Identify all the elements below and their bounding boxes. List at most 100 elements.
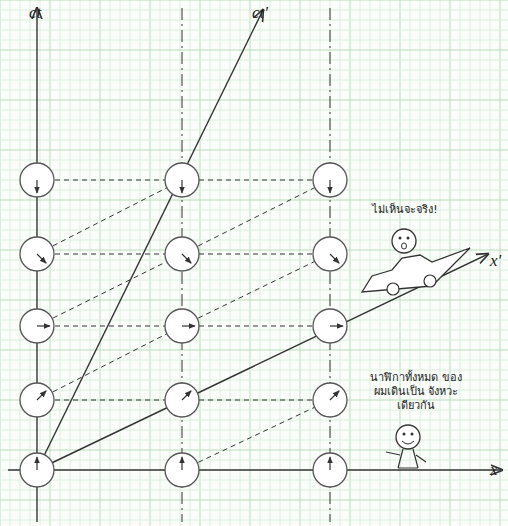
grid-line: [300, 0, 301, 526]
clock-face: [313, 309, 347, 343]
clock: [20, 163, 54, 197]
grid-line: [0, 50, 508, 51]
clock-hand: [330, 391, 339, 400]
grid-line: [0, 260, 508, 261]
clock-hand: [37, 391, 46, 400]
driver-head: [392, 229, 416, 253]
eye: [399, 237, 402, 240]
grid-line: [0, 370, 508, 371]
grid-line: [0, 520, 508, 521]
grid-line: [0, 220, 508, 221]
clock-hand: [37, 325, 50, 326]
grid-line: [360, 0, 361, 526]
grid-line: [10, 0, 11, 526]
clock-face: [165, 163, 199, 197]
grid-line: [0, 200, 508, 201]
clock-hand: [181, 180, 182, 193]
axis-label: x': [490, 250, 501, 271]
grid-line: [480, 0, 481, 526]
x-axis: [8, 469, 502, 470]
car-wheel: [424, 275, 436, 287]
grid-line: [0, 420, 508, 421]
clock-face: [313, 453, 347, 487]
grid-line: [0, 450, 508, 451]
clock-face: [20, 383, 54, 417]
clock-hand: [182, 254, 191, 263]
grid-line: [130, 0, 131, 526]
grid-line: [150, 0, 151, 526]
rest-observer: [386, 425, 426, 468]
grid-line: [0, 190, 508, 191]
clock-face: [165, 453, 199, 487]
grid-line: [0, 80, 508, 81]
grid-line: [210, 0, 211, 526]
clock-hand: [329, 457, 330, 470]
person-head: [396, 425, 420, 449]
grid-line: [460, 0, 461, 526]
clock-face: [165, 383, 199, 417]
grid-line: [0, 0, 1, 526]
grid-line: [70, 0, 71, 526]
grid-line: [0, 300, 508, 301]
moving-simultaneity-line: [37, 180, 182, 254]
moving-simultaneity-line: [182, 400, 330, 470]
grid-line: [290, 0, 291, 526]
grid-line: [0, 240, 508, 241]
grid-line: [0, 130, 508, 131]
speech-text: นาฬิกาทั้งหมด ของผมเดินเป็น จังหวะเดียวก…: [368, 371, 464, 412]
grid-line: [0, 290, 508, 291]
grid-line: [0, 90, 508, 91]
grid-line: [0, 160, 508, 161]
clock-face: [313, 237, 347, 271]
clock: [165, 309, 199, 343]
grid-line: [0, 490, 508, 491]
grid-line: [100, 0, 101, 526]
car-body: [362, 248, 470, 292]
grid-line: [20, 0, 21, 526]
clock-face: [313, 383, 347, 417]
person-body: [386, 449, 426, 468]
eye: [407, 237, 410, 240]
eye: [403, 433, 406, 436]
grid-line: [0, 100, 508, 101]
grid-line: [0, 170, 508, 171]
moving-simultaneity-line: [37, 254, 182, 326]
grid-line: [0, 460, 508, 461]
clock-hand: [330, 325, 343, 326]
clock-hand: [182, 325, 195, 326]
grid-line: [0, 500, 508, 501]
clock: [165, 163, 199, 197]
clock-hand: [36, 457, 37, 470]
clock-face: [20, 453, 54, 487]
axis-label: ct: [29, 2, 41, 23]
grid-line: [0, 180, 508, 181]
clock-hand: [330, 254, 339, 263]
grid-line: [220, 0, 221, 526]
grid-line: [250, 0, 251, 526]
clock-hand: [182, 391, 191, 400]
clock: [313, 163, 347, 197]
grid-line: [200, 0, 201, 526]
clock: [313, 309, 347, 343]
mouth: [402, 243, 407, 249]
clock: [20, 383, 54, 417]
grid-line: [0, 230, 508, 231]
simultaneity-line: [37, 326, 330, 327]
grid-line: [380, 0, 381, 526]
grid-line: [0, 340, 508, 341]
grid-line: [370, 0, 371, 526]
clock: [20, 309, 54, 343]
axis-label: ct': [252, 2, 268, 23]
grid-line: [270, 0, 271, 526]
car-wheel: [387, 283, 399, 295]
moving-simultaneity-line: [182, 180, 330, 254]
grid-line: [0, 320, 508, 321]
clock: [165, 237, 199, 271]
grid-line: [240, 0, 241, 526]
clock-face: [20, 309, 54, 343]
ct-prime-axis: [37, 10, 263, 470]
clock: [165, 383, 199, 417]
